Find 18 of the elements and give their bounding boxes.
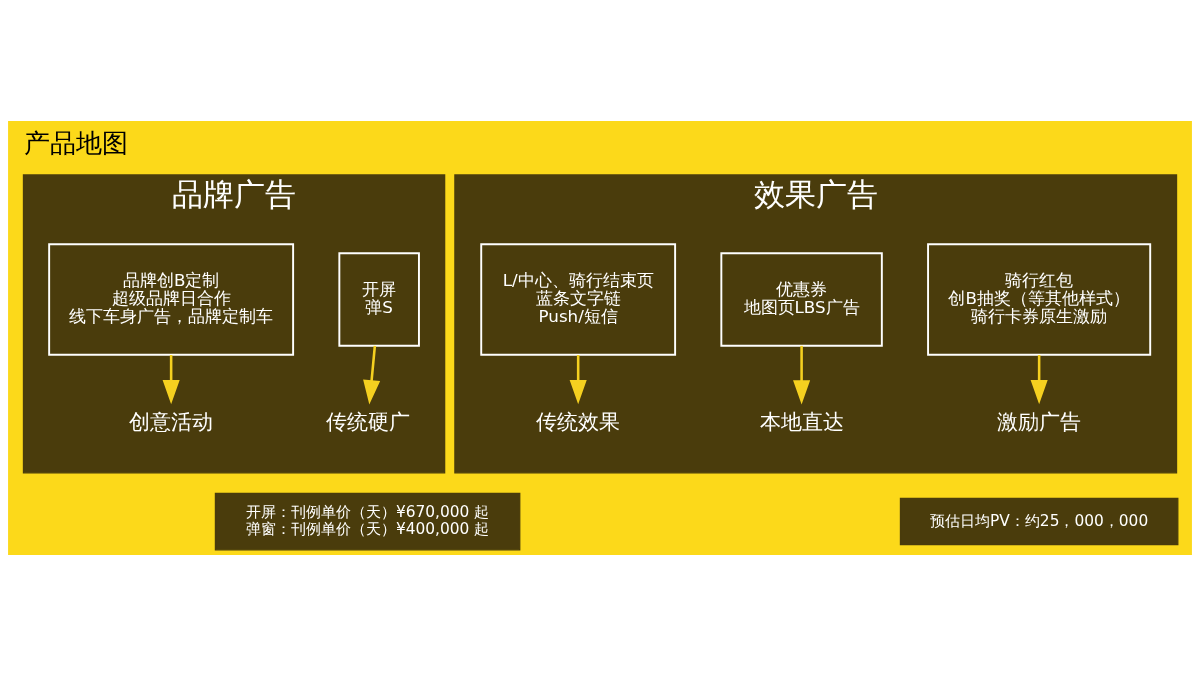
- node-text: 传统硬广: [325, 409, 410, 434]
- node-text: 激励广告: [997, 409, 1082, 434]
- diagram-title: 产品地图: [24, 127, 129, 158]
- node-box: 骑行红包 创B抽奖（等其他样式） 骑行卡券原生激励: [927, 242, 1152, 356]
- arrow: [1030, 354, 1048, 404]
- node-box: 开屏 弹S: [338, 251, 420, 347]
- node-box: 开屏：刊例单价（天）¥670,000 起 弹窗：刊例单价（天）¥400,000 起: [214, 492, 521, 550]
- arrow: [569, 354, 587, 404]
- node-box: L/中心、骑行结束页 蓝条文字链 Push/短信: [480, 242, 677, 356]
- node-box: 优惠券 地图页LBS广告: [720, 251, 883, 347]
- node-text: 本地直达: [759, 409, 844, 434]
- node-text: 创意活动: [129, 409, 214, 434]
- arrow: [363, 345, 381, 405]
- node-text: 传统效果: [536, 409, 621, 434]
- node-box: 品牌创B定制 超级品牌日合作 线下车身广告，品牌定制车: [48, 242, 295, 356]
- arrow: [793, 345, 811, 405]
- arrow: [162, 354, 180, 404]
- node-box: 预估日均PV：约25，000，000: [899, 497, 1179, 545]
